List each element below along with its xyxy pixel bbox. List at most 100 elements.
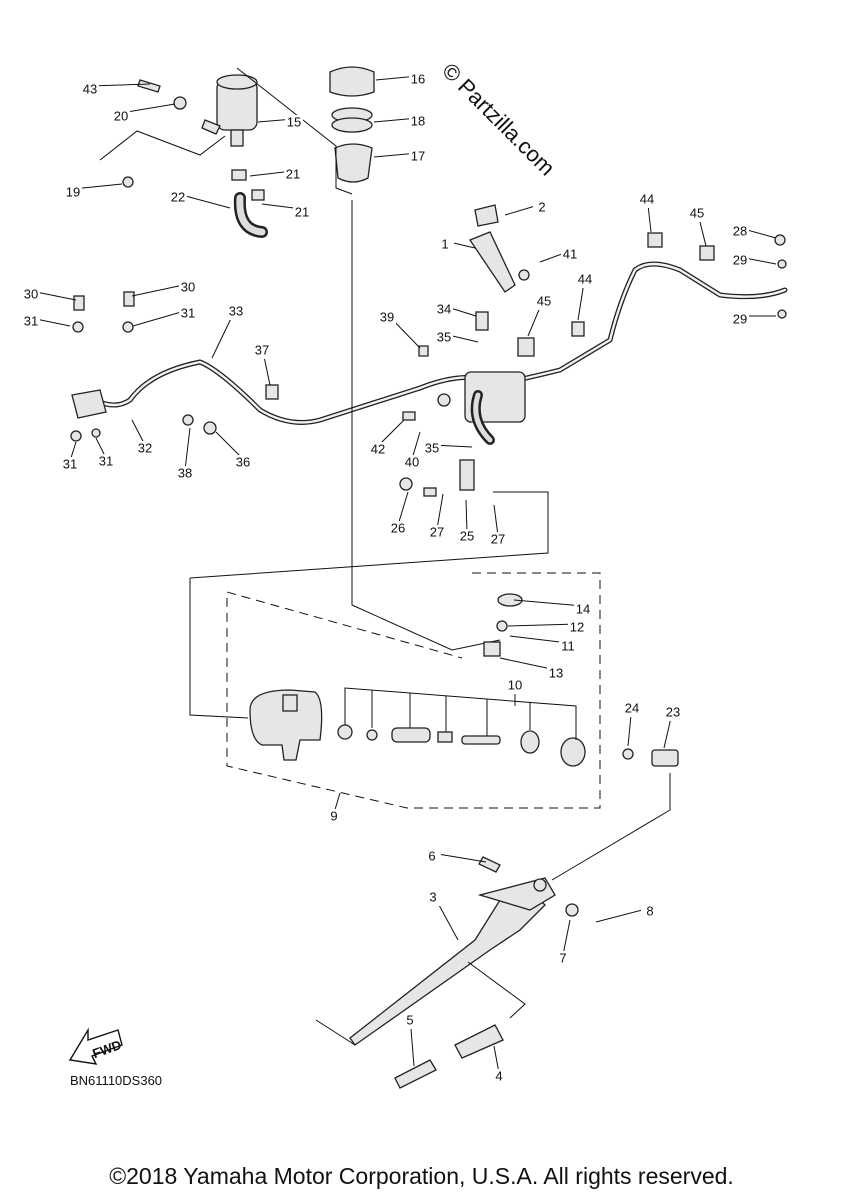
callout-leader-line	[215, 431, 244, 460]
callout-number-38: 38	[178, 465, 192, 480]
brake-hose-right	[467, 261, 788, 393]
callout-number-31: 31	[24, 313, 38, 328]
callout-label-background	[576, 272, 594, 288]
fwd-arrow-icon: FWD	[68, 1027, 123, 1065]
callout-label-background	[423, 849, 441, 865]
callout-label-background	[435, 330, 453, 346]
callout-number-32: 32	[138, 440, 152, 455]
callout-number-2: 2	[538, 199, 545, 214]
callout-label-background	[559, 639, 577, 655]
callout-number-24: 24	[625, 700, 639, 715]
callout-label-background	[176, 466, 194, 482]
callout-number-33: 33	[229, 303, 243, 318]
callout-label-background	[554, 951, 572, 967]
callout-label-background	[428, 525, 446, 541]
callout-number-1: 1	[441, 236, 448, 251]
callout-label-background	[561, 247, 579, 263]
callout-number-12: 12	[570, 619, 584, 634]
callout-number-25: 25	[460, 528, 474, 543]
callout-leader-line	[411, 431, 421, 460]
callout-number-34: 34	[437, 301, 451, 316]
callout-label-background	[22, 314, 40, 330]
callout-number-20: 20	[114, 108, 128, 123]
callout-number-42: 42	[371, 441, 385, 456]
callout-leader-line	[184, 427, 191, 471]
callout-label-background	[568, 620, 586, 636]
callout-leader-line	[89, 83, 151, 87]
pedal-footrest	[394, 961, 526, 1089]
callout-number-35: 35	[425, 440, 439, 455]
callout-leader-line	[507, 623, 578, 627]
callout-number-11: 11	[561, 638, 575, 653]
callout-label-background	[623, 701, 641, 717]
callout-number-35: 35	[437, 329, 451, 344]
callout-leader-line	[377, 419, 405, 447]
callout-leader-line	[499, 657, 557, 671]
callout-leader-line	[562, 919, 571, 956]
pedal-fasteners	[478, 856, 579, 917]
diagram-code: BN61110DS360	[70, 1073, 163, 1088]
callout-label-background	[403, 455, 421, 471]
callout-leader-line	[397, 491, 409, 526]
callout-label-background	[424, 890, 442, 906]
brake-pipe-left	[92, 359, 493, 425]
callout-label-background	[731, 224, 749, 240]
callout-number-27: 27	[430, 524, 444, 539]
callout-leader-line	[131, 283, 189, 297]
callout-leader-line	[465, 499, 468, 534]
callout-label-background	[423, 441, 441, 457]
master-cylinder-body	[249, 689, 323, 761]
callout-leader-line	[513, 599, 584, 607]
callout-label-background	[97, 454, 115, 470]
callout-label-background	[112, 109, 130, 125]
callout-label-background	[489, 532, 507, 548]
clevis-and-nut	[622, 748, 679, 767]
callout-number-18: 18	[411, 113, 425, 128]
callout-number-44: 44	[640, 191, 654, 206]
callout-label-background	[378, 310, 396, 326]
hose-clamps	[517, 232, 787, 357]
callout-leader-lines	[30, 75, 777, 1074]
callout-number-8: 8	[646, 903, 653, 918]
callout-label-background	[179, 280, 197, 296]
callout-number-4: 4	[495, 1068, 502, 1083]
callout-number-23: 23	[666, 704, 680, 719]
callout-leader-line	[509, 635, 569, 644]
callout-number-29: 29	[733, 252, 747, 267]
callout-label-background	[664, 705, 682, 721]
callout-number-6: 6	[428, 848, 435, 863]
callout-label-background	[547, 666, 565, 682]
callout-leader-line	[132, 309, 189, 327]
callout-label-background	[64, 185, 82, 201]
callout-label-background	[535, 294, 553, 310]
callout-label-background	[179, 306, 197, 322]
callout-number-31: 31	[99, 453, 113, 468]
callout-label-background	[285, 115, 303, 131]
callout-number-44: 44	[578, 271, 592, 286]
callout-number-21: 21	[286, 166, 300, 181]
center-fittings	[399, 311, 489, 497]
callout-number-29: 29	[733, 311, 747, 326]
callout-number-14: 14	[576, 601, 590, 616]
callout-label-background	[436, 237, 454, 253]
callout-label-background	[409, 72, 427, 88]
reservoir-bolts	[122, 79, 221, 188]
callout-label-background	[81, 82, 99, 98]
callout-number-41: 41	[563, 246, 577, 261]
callout-number-36: 36	[236, 454, 250, 469]
callout-number-43: 43	[83, 81, 97, 96]
callout-label-background	[61, 457, 79, 473]
callout-label-background	[435, 302, 453, 318]
callout-label-background	[234, 455, 252, 471]
callout-label-background	[731, 312, 749, 328]
callout-label-background	[136, 441, 154, 457]
reservoir-tank	[216, 74, 258, 147]
piston-kit	[337, 687, 586, 767]
callout-label-background	[401, 1013, 419, 1029]
reservoir-cap	[329, 66, 375, 183]
callout-number-28: 28	[733, 223, 747, 238]
callout-label-background	[458, 529, 476, 545]
